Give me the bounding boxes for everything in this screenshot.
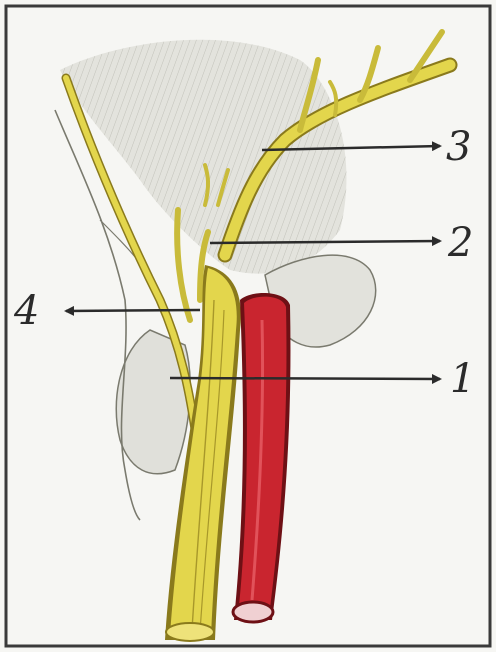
callout-label-1: 1 [450, 356, 475, 402]
callout-arrow-4 [66, 310, 200, 311]
callout-arrow-1 [170, 378, 440, 379]
artery-cut-end [233, 602, 273, 622]
nerve-cut-end [166, 623, 214, 641]
callout-label-3: 3 [446, 124, 471, 170]
callout-label-2: 2 [447, 220, 473, 266]
callout-label-4: 4 [13, 288, 39, 334]
